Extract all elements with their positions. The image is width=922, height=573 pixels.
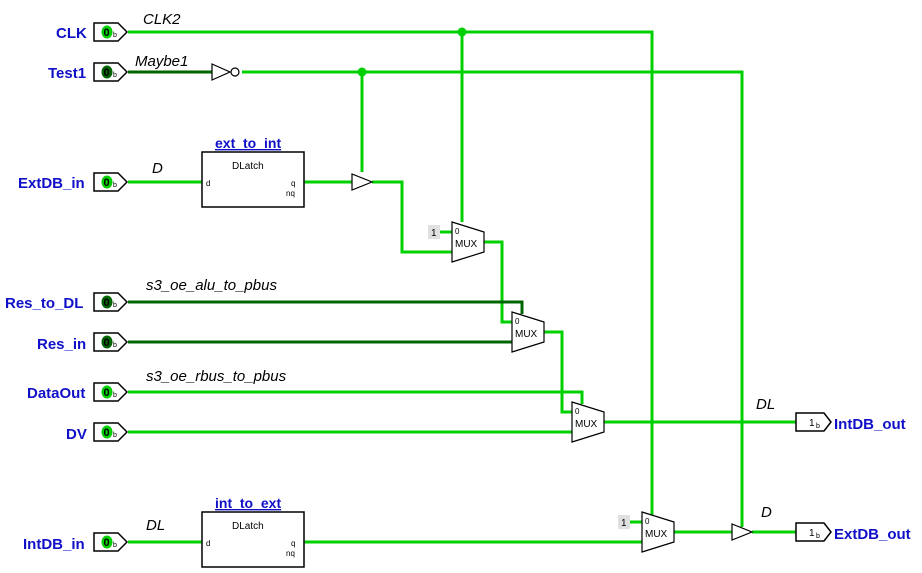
latch-int-to-ext-port-d: d	[206, 539, 210, 548]
output-pin-intdb-out-value: 1	[809, 418, 815, 429]
mux-1-sel0: 0	[455, 227, 460, 236]
mux-2-label: MUX	[515, 329, 538, 340]
output-pin-intdb-out[interactable]: 1 b	[795, 412, 832, 432]
input-pin-test1-sub: b	[113, 72, 117, 79]
output-pin-extdb-out-sub: b	[816, 533, 820, 540]
latch-int-to-ext-port-nq: nq	[286, 549, 295, 558]
const-1-a: 1	[431, 228, 437, 239]
wire-label-maybe1: Maybe1	[135, 53, 188, 70]
output-pin-extdb-out-value: 1	[809, 528, 815, 539]
input-pin-extdb-in-value: 0	[104, 177, 110, 189]
mux-2[interactable]: 0 MUX	[511, 311, 545, 353]
input-label-intdb-in: IntDB_in	[23, 536, 85, 553]
input-label-res-in: Res_in	[37, 336, 86, 353]
input-pin-dataout-value: 0	[104, 387, 110, 399]
latch-int-to-ext[interactable]: DLatch d q nq	[201, 511, 305, 568]
mux-4-sel0: 0	[645, 517, 650, 526]
wire-label-dl-top: DL	[756, 396, 775, 413]
wire-label-clk2: CLK2	[143, 11, 181, 28]
not-gate	[211, 63, 240, 81]
junction-dot-clk	[457, 27, 467, 37]
input-pin-intdb-in-value: 0	[104, 537, 110, 549]
junction-dot-maybe1	[357, 67, 367, 77]
wire-label-s3-alu: s3_oe_alu_to_pbus	[146, 277, 277, 294]
mux-1-label: MUX	[455, 239, 478, 250]
input-pin-dv-value: 0	[104, 427, 110, 439]
input-pin-clk-sub: b	[113, 32, 117, 39]
output-label-intdb-out: IntDB_out	[834, 416, 906, 433]
input-pin-dataout-sub: b	[113, 392, 117, 399]
const-1-b: 1	[621, 518, 627, 529]
output-pin-intdb-out-sub: b	[816, 423, 820, 430]
wire-buf1-mux1	[372, 180, 452, 254]
input-pin-test1-value: 0	[104, 67, 110, 79]
input-pin-clk-value: 0	[104, 27, 110, 39]
input-pin-res-to-dl-sub: b	[113, 302, 117, 309]
mux-4[interactable]: 0 MUX	[641, 511, 675, 553]
buffer-2	[731, 523, 754, 541]
wire-mux1-mux2	[484, 240, 512, 324]
latch-ext-to-int-name: DLatch	[232, 161, 264, 172]
input-pin-test1[interactable]: 0 b	[93, 62, 129, 82]
input-pin-dv[interactable]: 0 b	[93, 422, 129, 442]
wire-label-dl-bottom: DL	[146, 517, 165, 534]
output-pin-extdb-out[interactable]: 1 b	[795, 522, 832, 542]
wires	[128, 30, 796, 544]
mux-1[interactable]: 0 MUX	[451, 221, 485, 263]
mux-2-sel0: 0	[515, 317, 520, 326]
output-label-extdb-out: ExtDB_out	[834, 526, 911, 543]
latch-ext-to-int-port-q: q	[291, 179, 295, 188]
input-pin-res-to-dl[interactable]: 0 b	[93, 292, 129, 312]
latch-int-to-ext-name: DLatch	[232, 521, 264, 532]
input-pin-clk[interactable]: 0 b	[93, 22, 129, 42]
input-pin-extdb-in-sub: b	[113, 182, 117, 189]
wire-mux2-mux3	[544, 330, 572, 414]
mux-3[interactable]: 0 MUX	[571, 401, 605, 443]
latch-ext-to-int-port-nq: nq	[286, 189, 295, 198]
mux-4-label: MUX	[645, 529, 668, 540]
input-label-dv: DV	[66, 426, 87, 443]
input-label-test1: Test1	[48, 65, 86, 82]
input-pin-dv-sub: b	[113, 432, 117, 439]
input-pin-res-to-dl-value: 0	[104, 297, 110, 309]
latch-ext-to-int[interactable]: DLatch d q nq	[201, 151, 305, 208]
input-pin-res-in-value: 0	[104, 337, 110, 349]
input-pin-dataout[interactable]: 0 b	[93, 382, 129, 402]
const-1-box-b	[618, 515, 630, 529]
input-label-extdb-in: ExtDB_in	[18, 175, 85, 192]
wire-maybe1	[242, 70, 744, 527]
wire-dataout	[128, 390, 584, 404]
input-pin-res-in[interactable]: 0 b	[93, 332, 129, 352]
latch-int-to-ext-title: int_to_ext	[215, 495, 281, 511]
wire-label-d-bottom: D	[761, 504, 772, 521]
input-pin-intdb-in[interactable]: 0 b	[93, 532, 129, 552]
input-label-res-to-dl: Res_to_DL	[5, 295, 83, 312]
wire-clk2	[128, 30, 654, 517]
input-pin-intdb-in-sub: b	[113, 542, 117, 549]
buffer-1	[351, 173, 374, 191]
mux-3-sel0: 0	[575, 407, 580, 416]
latch-ext-to-int-title: ext_to_int	[215, 135, 281, 151]
input-label-dataout: DataOut	[27, 385, 85, 402]
latch-int-to-ext-port-q: q	[291, 539, 295, 548]
input-label-clk: CLK	[56, 25, 87, 42]
wire-res-to-dl	[128, 300, 524, 314]
mux-3-label: MUX	[575, 419, 598, 430]
const-1-box-a	[428, 225, 440, 239]
input-pin-extdb-in[interactable]: 0 b	[93, 172, 129, 192]
input-pin-res-in-sub: b	[113, 342, 117, 349]
wire-label-d-top: D	[152, 160, 163, 177]
wire-label-s3-rbus: s3_oe_rbus_to_pbus	[146, 368, 287, 385]
latch-ext-to-int-port-d: d	[206, 179, 210, 188]
